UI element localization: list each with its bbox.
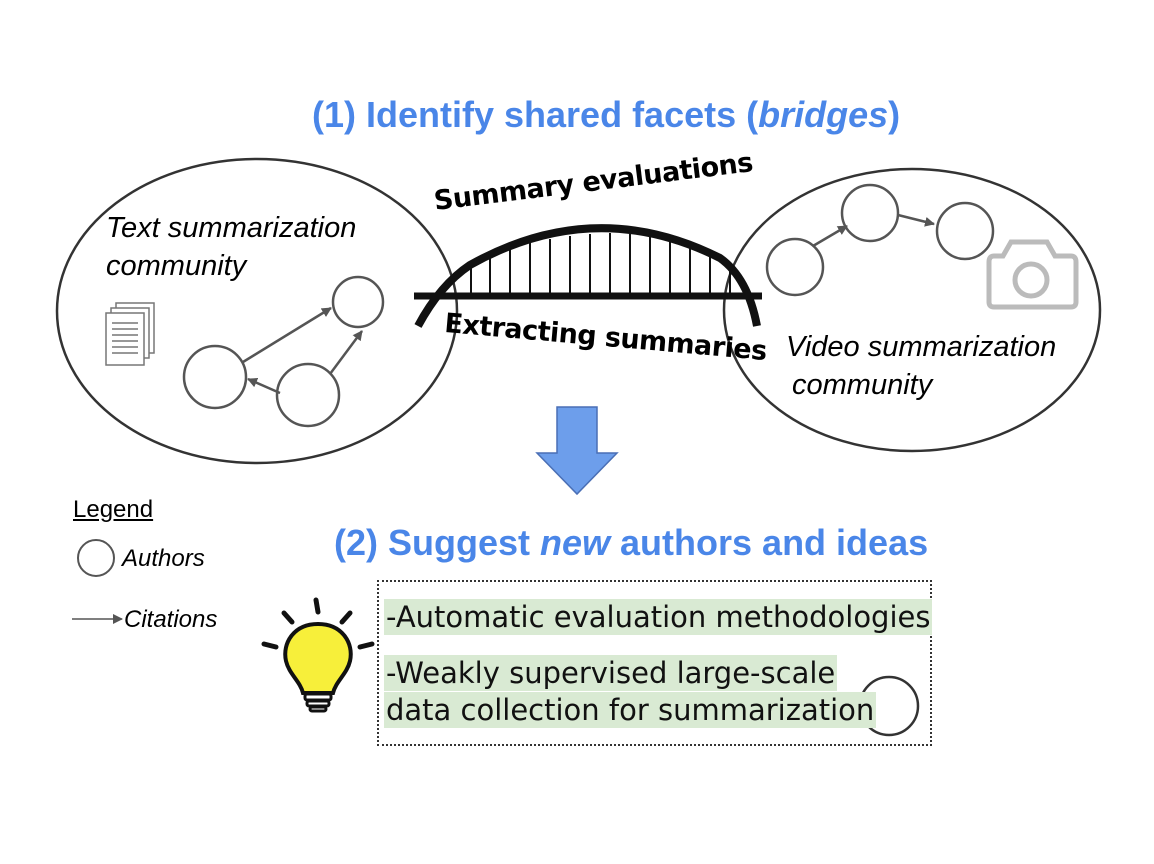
step2-title-emphasis: new	[540, 522, 611, 563]
right-citation-arrows	[812, 213, 935, 248]
step2-title-suffix: authors and ideas	[610, 522, 929, 563]
camera-icon	[986, 239, 1079, 310]
down-arrow-icon	[535, 406, 619, 496]
idea-item: -Weakly supervised large-scale	[384, 655, 838, 691]
text-community-label: Text summarization community	[106, 209, 356, 285]
bridge-icon	[414, 224, 762, 328]
legend-author-circle	[77, 539, 115, 577]
step2-title: (2) Suggest new authors and ideas	[334, 522, 928, 564]
author-node	[935, 201, 995, 261]
author-node	[331, 275, 385, 329]
text-community-line1: Text summarization	[106, 212, 357, 244]
legend-citations-label: Citations	[124, 606, 218, 633]
ideas-box	[377, 580, 932, 746]
lightbulb-icon	[261, 597, 375, 713]
step2-title-prefix: (2) Suggest	[334, 522, 541, 563]
step1-title-emphasis: bridges	[758, 94, 889, 135]
video-community-line1: Video summarization	[786, 331, 1057, 363]
author-node	[275, 362, 341, 428]
legend-authors-label: Authors	[122, 545, 205, 572]
author-node	[840, 183, 900, 243]
video-community-ellipse	[722, 167, 1102, 453]
step1-title: (1) Identify shared facets (bridges)	[312, 94, 900, 136]
video-community-line2: community	[792, 369, 933, 401]
right-author-graph	[765, 183, 995, 297]
author-node	[765, 237, 825, 297]
citation-arrow	[242, 306, 332, 364]
citation-arrow	[812, 224, 848, 248]
legend-title: Legend	[73, 496, 154, 523]
citation-arrow	[247, 377, 281, 395]
text-community-ellipse	[55, 157, 459, 465]
document-stack-icon	[105, 302, 155, 366]
text-community-line2: community	[106, 250, 247, 282]
author-node	[182, 344, 248, 410]
idea-item: -Automatic evaluation methodologies	[384, 599, 933, 635]
step1-title-prefix: (1) Identify shared facets (	[312, 94, 759, 135]
step1-title-suffix: )	[888, 94, 901, 135]
left-author-graph	[182, 275, 385, 428]
left-citation-arrows	[242, 306, 364, 395]
video-community-label: Video summarization community	[786, 328, 1056, 404]
citation-arrow	[897, 213, 935, 227]
citation-arrow	[328, 330, 364, 375]
idea-item: data collection for summarization	[384, 692, 877, 728]
